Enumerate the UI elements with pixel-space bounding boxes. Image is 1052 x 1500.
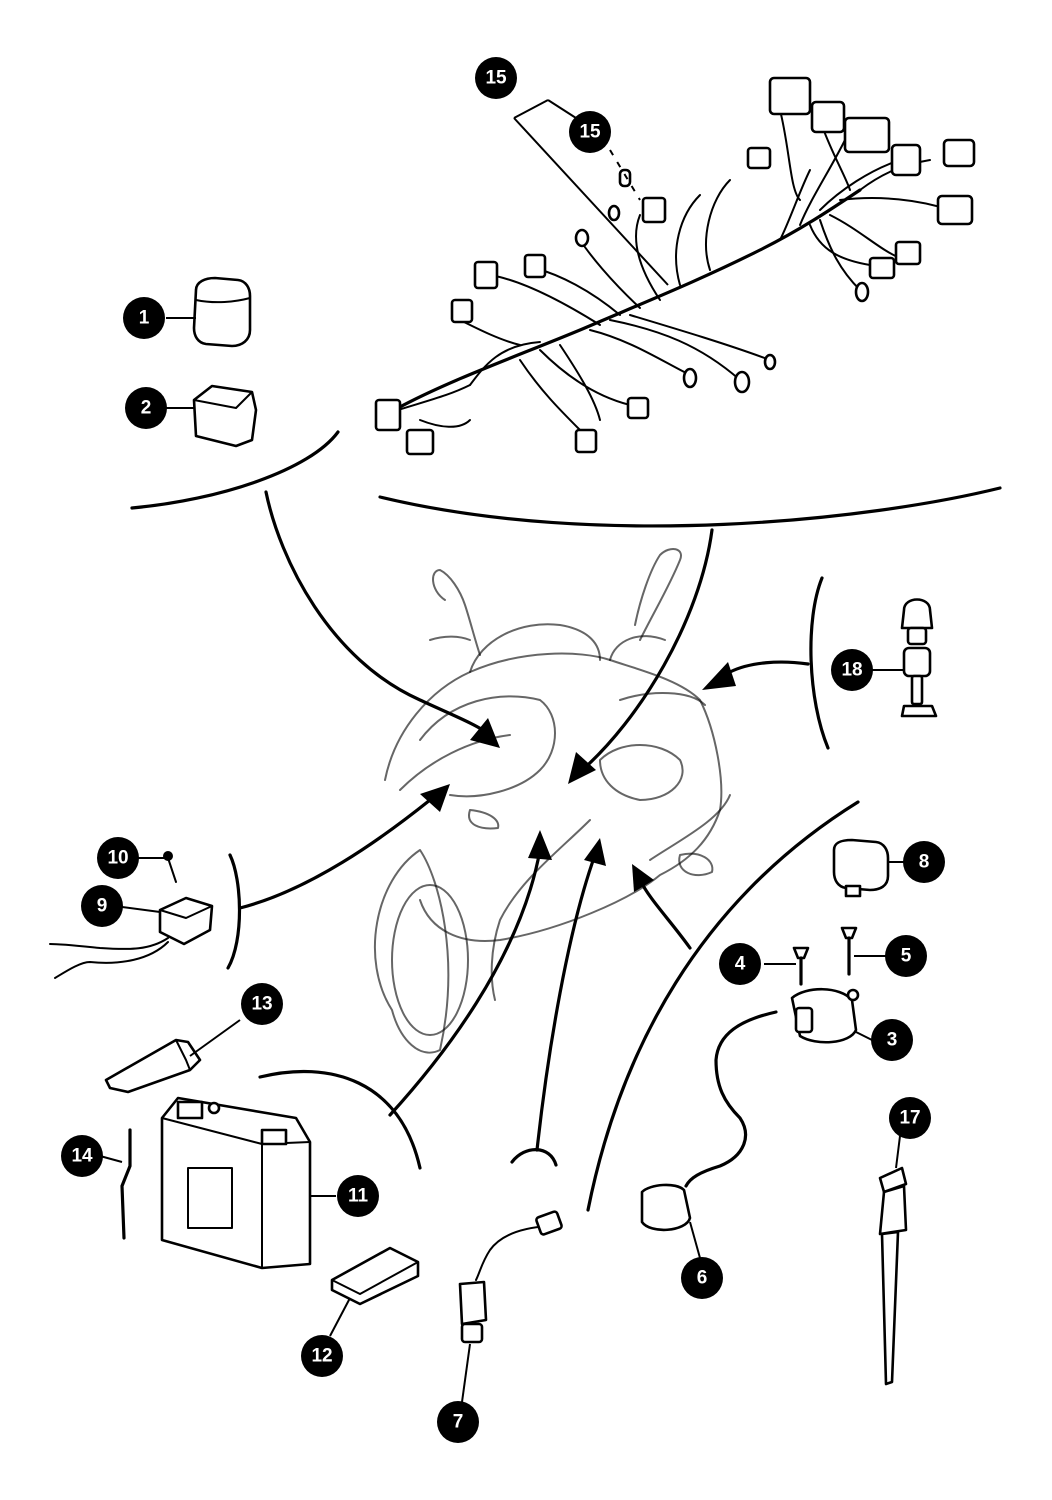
part-strap-rod	[99, 1128, 132, 1240]
scooter-illustration	[373, 548, 731, 1054]
callout-17-label: 17	[899, 1108, 920, 1129]
part-ignition-coil	[640, 926, 886, 1259]
part-pad	[329, 1246, 420, 1337]
part-small-relay	[832, 838, 904, 898]
callout-11: 11	[337, 1175, 379, 1217]
callout-14-label: 14	[71, 1146, 93, 1167]
callout-13-label: 13	[251, 994, 272, 1015]
callout-15-connector-label: 15	[579, 122, 601, 143]
callout-18-label: 18	[841, 660, 862, 681]
callout-1: 1	[123, 297, 165, 339]
arrowhead	[528, 830, 552, 860]
leader-lines	[130, 430, 1002, 1212]
callout-3: 3	[871, 1019, 913, 1061]
callout-15-connector: 15	[569, 111, 611, 153]
callout-10: 10	[97, 837, 139, 879]
callout-10-label: 10	[107, 848, 128, 869]
callout-6: 6	[681, 1257, 723, 1299]
callout-13: 13	[241, 983, 283, 1025]
callout-9-label: 9	[97, 896, 108, 917]
arrowhead	[584, 838, 606, 866]
callout-12-label: 12	[311, 1346, 332, 1367]
arrowhead	[420, 784, 450, 812]
callout-8: 8	[903, 841, 945, 883]
part-battery	[160, 1096, 336, 1270]
part-sensor	[872, 598, 938, 718]
arrowhead	[568, 752, 596, 784]
callout-5: 5	[885, 935, 927, 977]
part-sensor-lead	[458, 1210, 563, 1403]
callout-15-harness: 15	[475, 57, 517, 99]
arrowhead	[470, 718, 500, 748]
part-cable-tie	[878, 1135, 908, 1386]
callout-18: 18	[831, 649, 873, 691]
callout-7: 7	[437, 1401, 479, 1443]
callout-11-label: 11	[348, 1186, 369, 1207]
callout-4-label: 4	[735, 954, 746, 975]
callout-2: 2	[125, 387, 167, 429]
callout-1-label: 1	[139, 308, 150, 329]
callout-4: 4	[719, 943, 761, 985]
part-fuse-box	[166, 384, 258, 448]
callout-2-label: 2	[141, 398, 152, 419]
part-cdi-unit	[49, 851, 214, 979]
callout-14: 14	[61, 1135, 103, 1177]
callout-3-label: 3	[887, 1030, 898, 1051]
callout-6-label: 6	[697, 1268, 708, 1289]
callout-9: 9	[81, 885, 123, 927]
arrowhead	[632, 864, 654, 892]
wiring-harness	[374, 76, 976, 456]
arrowhead	[702, 662, 736, 690]
part-battery-bracket	[104, 1019, 241, 1094]
callout-8-label: 8	[919, 852, 930, 873]
callout-15-harness-label: 15	[485, 68, 507, 89]
part-relay	[166, 276, 252, 348]
callout-7-label: 7	[453, 1412, 464, 1433]
callout-5-label: 5	[901, 946, 912, 967]
callout-12: 12	[301, 1335, 343, 1377]
callout-17: 17	[889, 1097, 931, 1139]
